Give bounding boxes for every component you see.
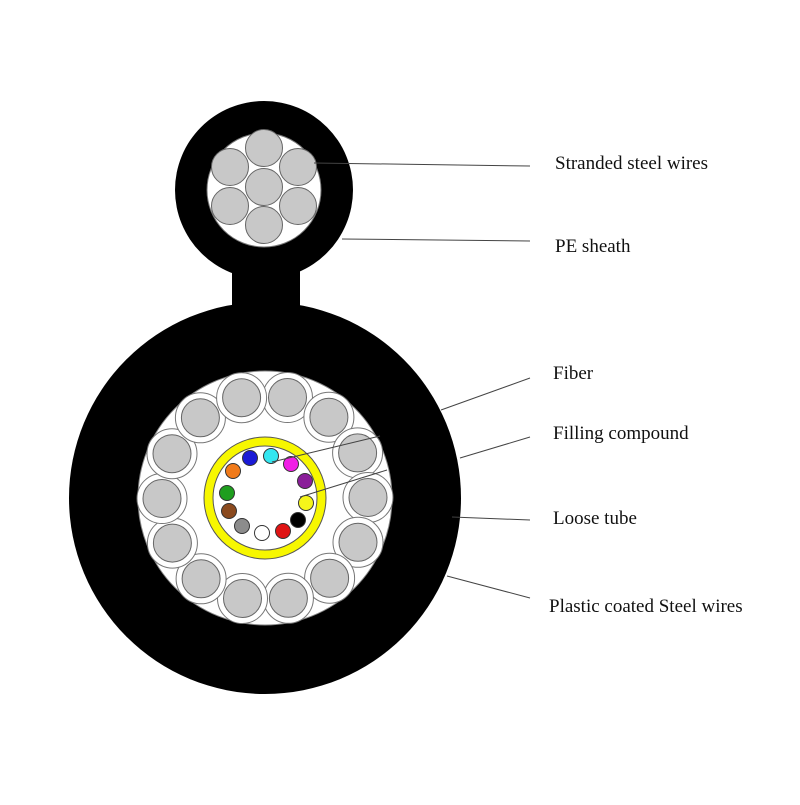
- fiber-orange: [225, 463, 241, 479]
- coated-steel-wire: [268, 578, 308, 618]
- coated-steel-wire: [142, 479, 182, 518]
- label-loose-tube: Loose tube: [553, 508, 637, 529]
- fiber-aqua: [263, 448, 279, 464]
- stranded-steel-wire: [245, 129, 283, 167]
- fiber-gray: [234, 518, 250, 534]
- coated-steel-wire: [152, 523, 192, 563]
- coated-steel-wire: [223, 579, 262, 618]
- leader-line: [451, 516, 531, 521]
- fiber-green: [219, 485, 235, 501]
- label-pe-sheath: PE sheath: [555, 236, 631, 257]
- fiber-yellow: [298, 495, 314, 511]
- stranded-steel-wire: [279, 187, 317, 225]
- fiber-red: [275, 523, 291, 539]
- fiber-magenta: [283, 456, 299, 472]
- coated-steel-wire: [348, 478, 388, 517]
- fiber-black: [290, 512, 306, 528]
- coated-steel-wire: [309, 397, 349, 437]
- label-stranded-steel-wires: Stranded steel wires: [555, 153, 709, 174]
- callout-leader-lines: [271, 162, 531, 599]
- center-steel-wire: [245, 168, 283, 206]
- coated-steel-wire: [338, 433, 378, 473]
- leader-line: [341, 238, 531, 242]
- leader-line: [446, 575, 531, 599]
- label-fiber: Fiber: [553, 363, 594, 384]
- messenger-wire-unit: [175, 101, 353, 279]
- coated-steel-wire: [152, 434, 192, 474]
- coated-steel-wire: [338, 522, 378, 562]
- coated-steel-wire: [222, 378, 262, 418]
- leader-line: [313, 162, 531, 167]
- stranded-steel-wire: [245, 206, 283, 244]
- stranded-steel-wire: [279, 148, 317, 186]
- coated-steel-wire: [268, 378, 307, 417]
- label-filling-compound: Filling compound: [553, 423, 689, 444]
- coated-steel-wire: [181, 559, 221, 599]
- leader-line: [440, 377, 531, 411]
- fiber-blue: [242, 450, 258, 466]
- fiber-brown: [221, 503, 237, 519]
- fiber-purple: [297, 473, 313, 489]
- coated-steel-wire: [310, 558, 350, 598]
- stranded-steel-wire: [211, 148, 249, 186]
- stranded-steel-wire: [211, 187, 249, 225]
- leader-line: [459, 436, 531, 459]
- main-cable-body: [69, 302, 461, 694]
- leader-line: [299, 469, 388, 498]
- label-plastic-coated-steel-wires: Plastic coated Steel wires: [549, 596, 743, 617]
- coated-steel-wire: [180, 398, 220, 438]
- fiber-white: [254, 525, 270, 541]
- leader-line: [271, 435, 381, 463]
